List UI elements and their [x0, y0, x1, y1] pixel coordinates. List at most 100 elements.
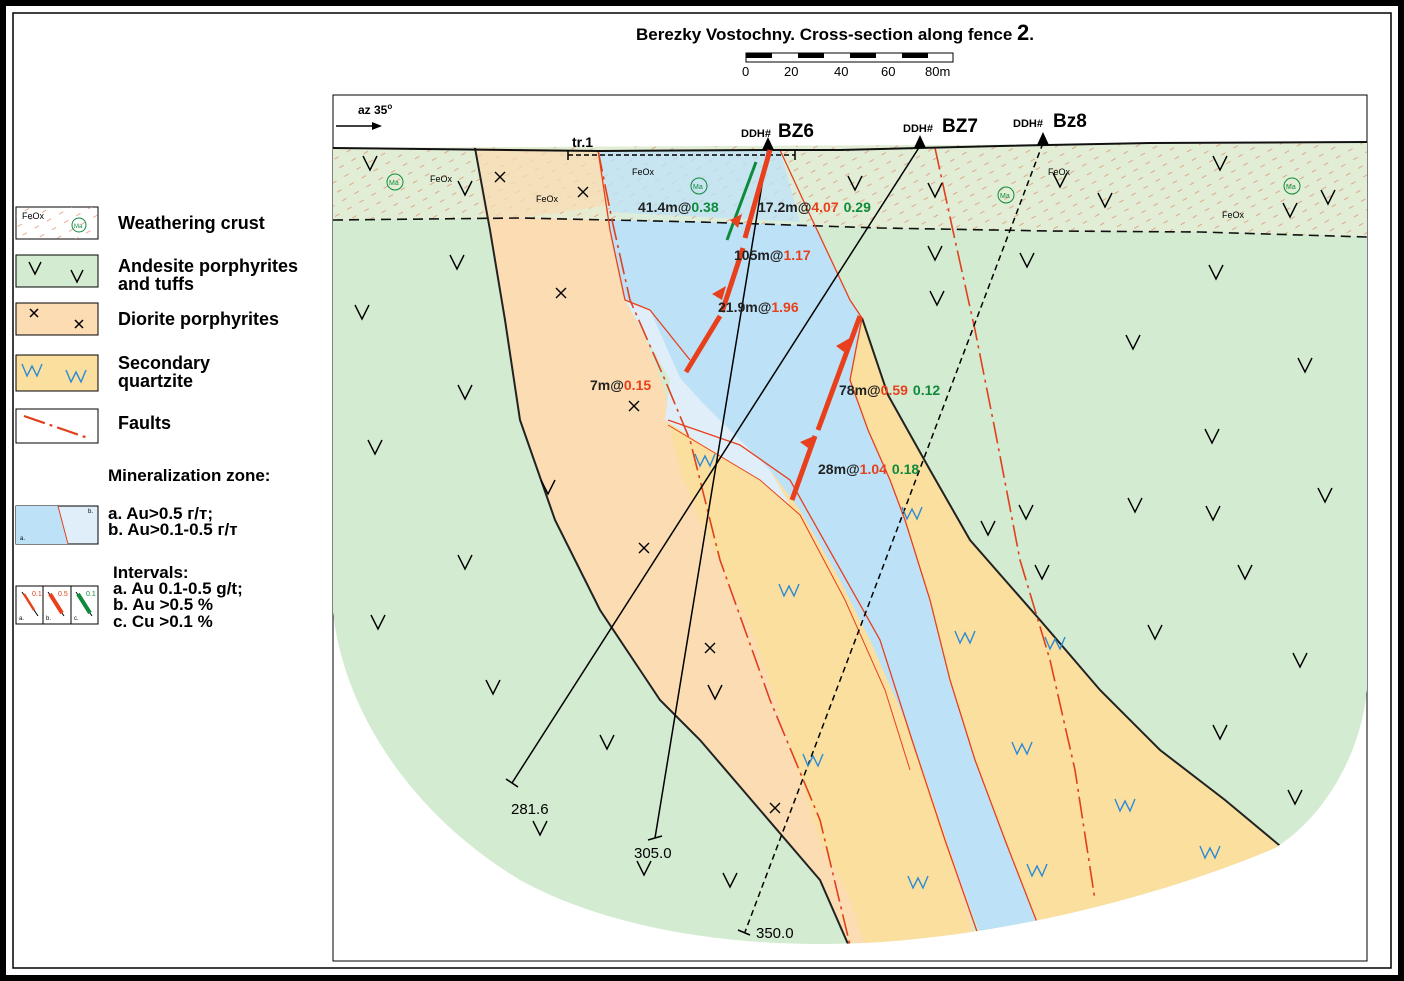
legend-diorite: Diorite porphyrites — [15, 302, 279, 336]
weathering-base — [333, 217, 1367, 238]
legend-label: quartzite — [118, 371, 193, 391]
ma-mark: Ma — [997, 186, 1015, 204]
quartzite-mark — [1114, 798, 1136, 813]
legend-faults: Faults — [15, 408, 171, 444]
drillhole-bz8: DDH# Bz8 350.0 — [737, 111, 1087, 942]
legend-label: b. Au >0.5 % — [113, 595, 213, 614]
figure-title: Berezky Vostochny. Cross-section along f… — [636, 20, 1034, 45]
legend-label: Faults — [118, 413, 171, 433]
scale-tick: 0 — [742, 64, 749, 79]
scale-tick: 20 — [784, 64, 798, 79]
inner-border — [12, 12, 1392, 969]
quartzite-symbols — [694, 453, 1221, 890]
andesite-mark — [362, 155, 378, 172]
drillhole-bz7: DDH# BZ7 281.6 — [505, 116, 978, 818]
diorite-mark — [769, 802, 781, 814]
mineral-zone-a — [598, 150, 1055, 945]
contact-line — [474, 147, 856, 945]
andesite-mark — [1208, 264, 1224, 281]
svg-text:c.: c. — [74, 616, 79, 622]
andesite-mark — [1292, 652, 1308, 669]
legend-weathering: FeOx Ma Weathering crust — [15, 206, 265, 240]
quartzite-mark — [694, 453, 716, 468]
feox-label: FeOx — [632, 167, 655, 177]
quartzite-mark — [954, 630, 976, 645]
legend-title: Intervals: — [113, 563, 189, 582]
quartzite-mark — [802, 753, 824, 768]
andesite-mark — [1204, 428, 1220, 445]
contact-line — [861, 317, 1286, 851]
andesite-mark — [1205, 505, 1221, 522]
quartzite-mark — [1026, 863, 1048, 878]
andesite-mark — [1212, 724, 1228, 741]
drillhole-depth: 350.0 — [756, 925, 794, 942]
andesite-mark — [1282, 202, 1298, 219]
svg-text:a.: a. — [19, 616, 24, 622]
legend-label: a. Au 0.1-0.5 g/t; — [113, 579, 243, 598]
andesite-mark — [847, 175, 863, 192]
quartzite-mark — [901, 506, 923, 521]
andesite-mark — [485, 679, 501, 696]
svg-text:b.: b. — [88, 509, 93, 515]
andesite-mark — [636, 860, 652, 877]
legend-label: Andesite porphyrites — [118, 256, 298, 276]
fault-line — [597, 149, 851, 945]
scale-tick: 80m — [925, 64, 950, 79]
intervals-bz6 — [683, 149, 773, 374]
quartzite-mark — [778, 583, 800, 598]
andesite-mark — [1317, 487, 1333, 504]
drillhole-name: Bz8 — [1053, 111, 1087, 132]
svg-text:0.1: 0.1 — [32, 591, 42, 598]
svg-text:0.1: 0.1 — [86, 591, 96, 598]
andesite-mark — [449, 254, 465, 271]
andesite-mark — [1034, 564, 1050, 581]
diorite-mark — [638, 542, 650, 554]
andesite-mark — [1237, 564, 1253, 581]
crust-labels: FeOx FeOx FeOx FeOx FeOx Ma Ma Ma Ma — [386, 167, 1301, 220]
svg-text:Ma: Ma — [693, 184, 703, 191]
andesite-mark — [927, 182, 943, 199]
andesite-mark — [1018, 504, 1034, 521]
interval-label: 105m@1.17 — [734, 247, 811, 263]
feox-label: FeOx — [536, 194, 559, 204]
legend-label: c. Cu >0.1 % — [113, 612, 213, 631]
drillhole-depth: 281.6 — [511, 801, 549, 818]
legend-label: Diorite porphyrites — [118, 309, 279, 329]
andesite-symbols — [354, 155, 1336, 889]
feox-label: FeOx — [1222, 210, 1245, 220]
diorite-mark — [704, 642, 716, 654]
andesite-mark — [927, 245, 943, 262]
svg-text:az 35o: az 35o — [358, 102, 392, 117]
quartzite-mark — [1044, 636, 1066, 651]
mineral-boundary — [667, 419, 981, 941]
svg-text:FeOx: FeOx — [22, 211, 45, 221]
mineral-boundary — [667, 424, 911, 771]
interval-label: 21.9m@1.96 — [718, 299, 799, 315]
trench-tr1: tr.1 — [567, 134, 796, 160]
svg-text:Ma: Ma — [1000, 193, 1010, 200]
quartzite-mark — [1199, 845, 1221, 860]
feox-label: FeOx — [1048, 167, 1071, 177]
mineral-zone-b — [625, 300, 790, 505]
legend-andesite: Andesite porphyrites and tuffs — [15, 254, 298, 294]
andesite-mark — [1212, 155, 1228, 172]
legend-label: Weathering crust — [118, 213, 265, 233]
andesite-mark — [1125, 334, 1141, 351]
andesite-mark — [1097, 192, 1113, 209]
legend-label: and tuffs — [118, 274, 194, 294]
drillhole-prefix: DDH# — [903, 123, 933, 135]
andesite-mark — [540, 479, 556, 496]
andesite-mark — [1320, 189, 1336, 206]
legend-quartzite: Secondary quartzite — [15, 353, 210, 392]
weathering-mineral — [598, 150, 800, 222]
svg-text:0.5: 0.5 — [58, 591, 68, 598]
legend-mineralization: Mineralization zone: a. b. a. Au>0.5 г/т… — [15, 466, 270, 545]
legend: FeOx Ma Weathering crust Andesite porphy… — [15, 206, 298, 631]
ma-mark: Ma — [1283, 177, 1301, 195]
feox-label: FeOx — [430, 174, 453, 184]
